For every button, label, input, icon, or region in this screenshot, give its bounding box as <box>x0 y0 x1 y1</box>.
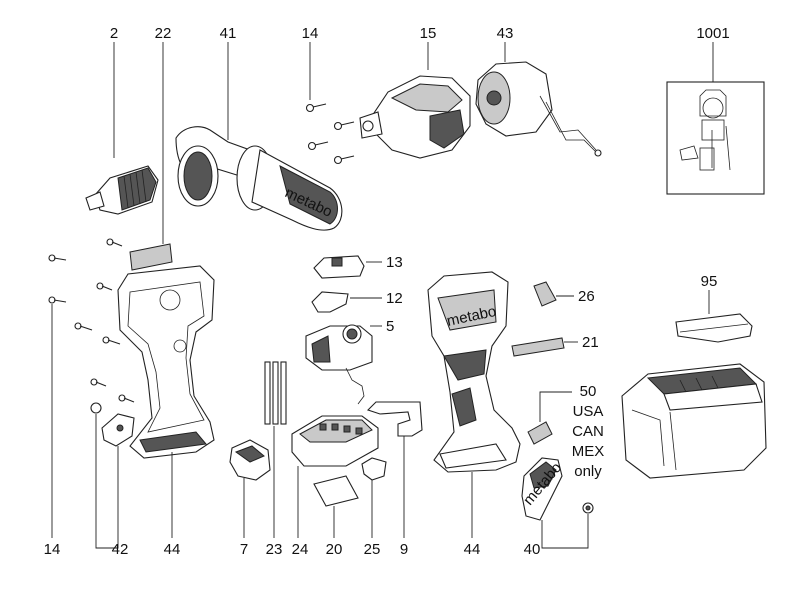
label-21: 21 <box>582 334 599 351</box>
label-41: 41 <box>220 25 237 42</box>
left-screws <box>48 238 135 538</box>
part-2-chuck <box>85 42 159 215</box>
part-14-screws-top <box>305 42 355 165</box>
part-20-plate <box>313 475 359 538</box>
label-14-bottom: 14 <box>44 541 61 558</box>
label-13: 13 <box>386 254 403 271</box>
part-50 <box>527 391 572 445</box>
part-labels: 2 22 41 14 15 43 1001 13 12 5 26 21 95 5… <box>44 25 730 558</box>
part-43-motor <box>475 42 602 157</box>
label-14-top: 14 <box>302 25 319 42</box>
label-50: 50 <box>580 383 597 400</box>
label-95: 95 <box>701 273 718 290</box>
label-20: 20 <box>326 541 343 558</box>
part-42-clip <box>90 402 135 549</box>
label-9: 9 <box>400 541 408 558</box>
label-usa: USA <box>573 403 604 420</box>
label-44-right: 44 <box>464 541 481 558</box>
label-44-left: 44 <box>164 541 181 558</box>
label-42: 42 <box>112 541 129 558</box>
label-22: 22 <box>155 25 172 42</box>
label-can: CAN <box>572 423 604 440</box>
label-24: 24 <box>292 541 309 558</box>
label-5: 5 <box>386 318 394 335</box>
label-7: 7 <box>240 541 248 558</box>
part-5-switch <box>305 324 382 405</box>
label-mex: MEX <box>572 443 605 460</box>
part-12 <box>311 291 382 313</box>
label-15: 15 <box>420 25 437 42</box>
part-1001-inset <box>666 42 765 195</box>
battery-pack <box>621 363 767 479</box>
part-41-side-handle: metabo <box>175 42 343 231</box>
label-25: 25 <box>364 541 381 558</box>
part-15-gearbox <box>359 42 471 159</box>
part-25 <box>361 457 387 538</box>
part-44-housing-right: metabo <box>427 271 521 538</box>
part-95-cover <box>675 290 753 343</box>
label-43: 43 <box>497 25 514 42</box>
part-44-housing-left <box>117 265 215 538</box>
part-22-label <box>129 42 173 271</box>
part-9-bracket <box>366 401 423 538</box>
part-21 <box>511 337 578 357</box>
part-26 <box>533 281 574 307</box>
part-23-rods <box>264 361 287 538</box>
label-26: 26 <box>578 288 595 305</box>
part-24-module <box>291 415 379 538</box>
label-2: 2 <box>110 25 118 42</box>
label-23: 23 <box>266 541 283 558</box>
label-only: only <box>574 463 602 480</box>
part-13 <box>313 255 382 279</box>
label-1001: 1001 <box>696 25 729 42</box>
label-40: 40 <box>524 541 541 558</box>
part-7 <box>229 439 271 538</box>
label-12: 12 <box>386 290 403 307</box>
